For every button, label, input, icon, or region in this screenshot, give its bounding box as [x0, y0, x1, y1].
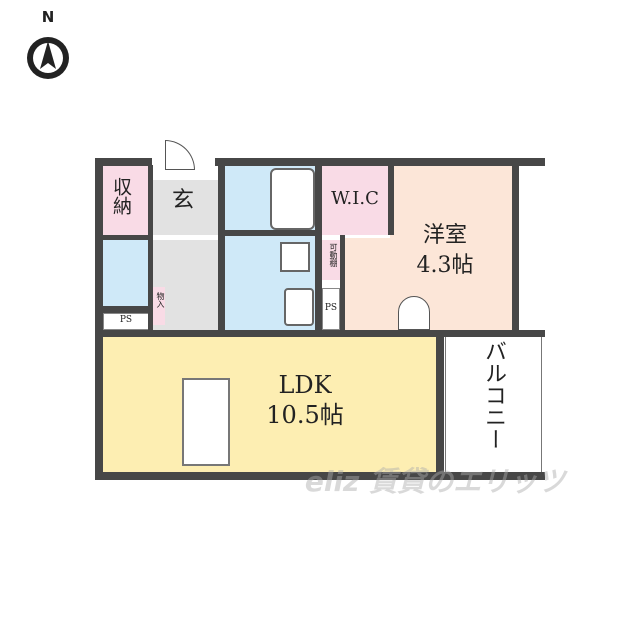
movable-shelf-label: 可動棚: [329, 243, 338, 267]
room-door[interactable]: [398, 296, 430, 330]
storage-label: 収納: [110, 177, 132, 215]
ps-left-label: PS: [119, 315, 133, 325]
movable-shelf: [322, 240, 340, 280]
entrance-area: [150, 180, 218, 235]
sink-icon: [284, 288, 314, 326]
storage-room: [103, 165, 149, 235]
wic-label: W.I.C: [331, 188, 379, 209]
closet-label: 物入: [156, 292, 165, 308]
western-room-name: 洋室: [422, 223, 467, 248]
ps-right: [322, 288, 340, 330]
ldk-size: 10.5帖: [266, 401, 344, 429]
western-room-ext: [343, 238, 393, 330]
toilet: [103, 240, 149, 306]
bathtub: [270, 168, 315, 230]
washing-machine-icon: [280, 242, 310, 272]
kitchen-island: [182, 378, 230, 466]
western-room-size: 4.3帖: [416, 253, 474, 278]
ps-right-label: PS: [324, 303, 338, 313]
north-label: N: [41, 8, 55, 26]
balcony-label: バルコニー: [481, 340, 506, 450]
closet: [153, 287, 165, 325]
ldk-room: [103, 337, 440, 472]
north-arrow-icon: [27, 37, 69, 79]
entrance-label: 玄: [171, 188, 194, 213]
watermark: eliz 賃貸のエリッツ: [304, 465, 566, 498]
ldk-name: LDK: [278, 371, 332, 399]
entry-door[interactable]: [165, 140, 195, 170]
wic-room: [322, 165, 388, 235]
